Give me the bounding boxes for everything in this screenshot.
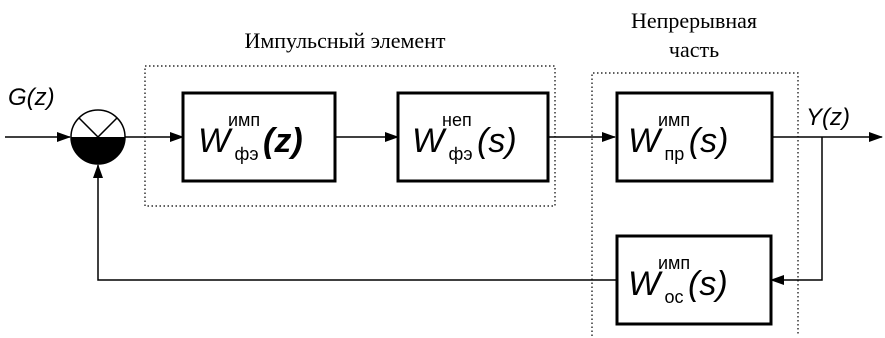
block1-base: W xyxy=(198,122,233,160)
block3-base: W xyxy=(628,122,663,160)
block3-sub: пр xyxy=(665,144,685,164)
svg-text:W ос (s): W ос (s) xyxy=(628,265,728,307)
continuous-part-title-line1: Непрерывная xyxy=(631,8,757,33)
feedback-return-arrow xyxy=(93,164,617,281)
continuous-part-boundary xyxy=(591,72,799,336)
block2-sub: фэ xyxy=(449,144,473,164)
block2-sup: неп xyxy=(442,110,472,130)
block3-arg: (s) xyxy=(689,122,729,160)
svg-text:W фэ (s): W фэ (s) xyxy=(412,122,517,164)
input-signal-label: G(z) xyxy=(8,84,55,111)
feedback-tap-arrow xyxy=(770,137,823,285)
block-w-fe-nep-s: W фэ (s) неп xyxy=(396,91,550,183)
block-w-fe-imp-z: W фэ (z) имп xyxy=(181,91,337,183)
svg-text:W пр (s): W пр (s) xyxy=(628,122,728,164)
block-w-os-imp-s: W ос (s) имп xyxy=(615,234,773,326)
block1-sup: имп xyxy=(228,110,260,130)
block4-base: W xyxy=(628,265,663,303)
output-signal-label: Y(z) xyxy=(806,104,850,131)
block2-base: W xyxy=(412,122,447,160)
block-w-pr-imp-s: W пр (s) имп xyxy=(615,91,774,183)
block3-sup: имп xyxy=(658,110,690,130)
impulse-element-title: Импульсный элемент xyxy=(244,28,445,53)
block4-sub: ос xyxy=(665,287,684,307)
block2-arg: (s) xyxy=(477,122,517,160)
impulse-element-boundary xyxy=(144,65,556,207)
block1-arg: (z) xyxy=(263,122,303,160)
block4-sup: имп xyxy=(658,253,690,273)
block4-arg: (s) xyxy=(688,265,728,303)
block1-sub: фэ xyxy=(235,144,259,164)
continuous-part-title-line2: часть xyxy=(669,37,719,62)
summing-junction xyxy=(70,109,126,165)
svg-text:W фэ (z): W фэ (z) xyxy=(198,122,303,164)
